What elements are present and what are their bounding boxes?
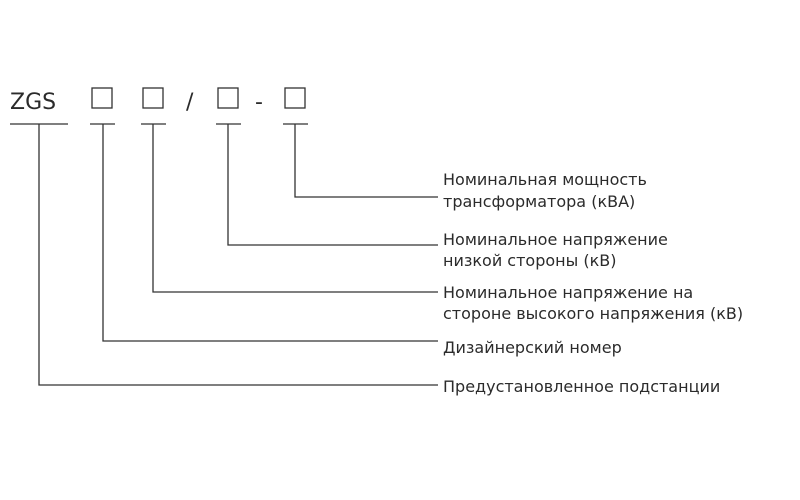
label-design: Дизайнерский номер [443, 338, 622, 357]
label-power-line1: Номинальная мощность [443, 170, 647, 189]
code-slash: / [186, 90, 194, 115]
leader-high-voltage [152, 124, 438, 293]
code-box-design [91, 87, 113, 109]
leader-power [294, 124, 438, 198]
leader-low-voltage [227, 124, 438, 246]
label-high-voltage-line1: Номинальное напряжение на [443, 283, 693, 302]
label-low-voltage-line2: низкой стороны (кВ) [443, 251, 616, 270]
code-prefix: ZGS [10, 90, 56, 115]
code-box-low-voltage [217, 87, 239, 109]
label-high-voltage-line2: стороне высокого напряжения (кВ) [443, 304, 743, 323]
label-power-line2: трансформатора (кВА) [443, 192, 635, 211]
label-low-voltage-line1: Номинальное напряжение [443, 230, 668, 249]
code-dash: - [255, 90, 263, 115]
leader-prefab [38, 124, 438, 386]
code-box-high-voltage [142, 87, 164, 109]
label-prefab: Предустановленное подстанции [443, 377, 720, 396]
leader-design [102, 124, 438, 342]
code-box-power [284, 87, 306, 109]
